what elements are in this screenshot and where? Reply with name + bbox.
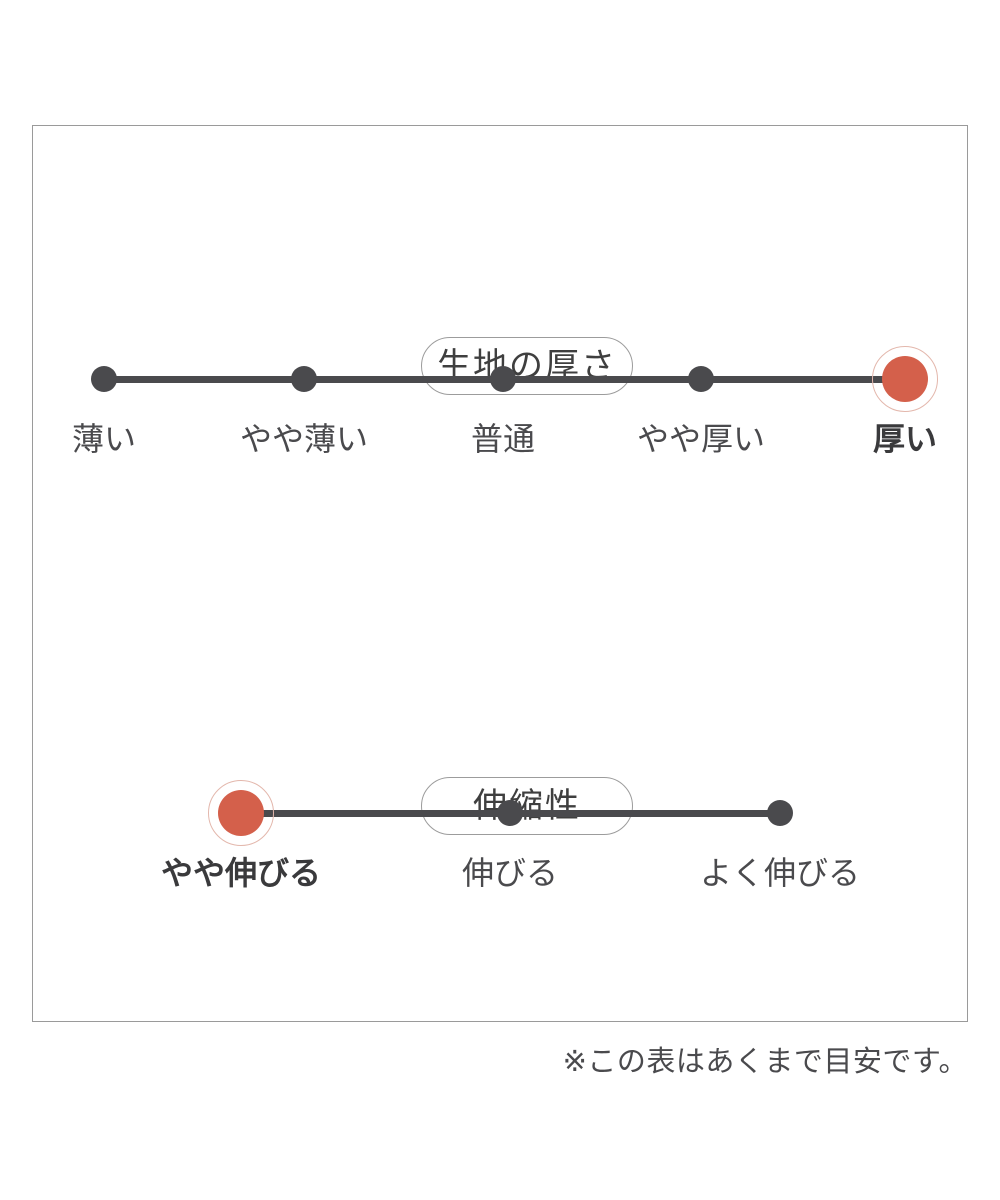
thickness-scale: 薄い やや薄い 普通 やや厚い 厚い bbox=[0, 330, 1000, 500]
stretch-active-ring-icon bbox=[208, 780, 274, 846]
stretch-dot-1[interactable] bbox=[497, 800, 523, 826]
stretch-chart-title: 伸縮性 bbox=[421, 777, 633, 835]
thickness-label-3: やや厚い bbox=[636, 421, 766, 457]
thickness-label-1: やや薄い bbox=[239, 421, 369, 457]
thickness-dot-4-selected[interactable] bbox=[882, 356, 928, 402]
thickness-dot-0[interactable] bbox=[91, 366, 117, 392]
thickness-label-2: 普通 bbox=[470, 421, 536, 457]
thickness-active-ring-icon bbox=[872, 346, 938, 412]
thickness-dot-3[interactable] bbox=[688, 366, 714, 392]
stretch-label-1: 伸びる bbox=[461, 855, 559, 891]
thickness-label-0: 薄い bbox=[71, 421, 137, 457]
thickness-label-4: 厚い bbox=[872, 421, 938, 457]
stretch-label-2: よく伸びる bbox=[699, 855, 861, 891]
stretch-dot-0-selected[interactable] bbox=[218, 790, 264, 836]
footnote-text: ※この表はあくまで目安です。 bbox=[562, 1046, 968, 1078]
thickness-dot-1[interactable] bbox=[291, 366, 317, 392]
thickness-chart-title: 生地の厚さ bbox=[421, 337, 633, 395]
chart-frame: 生地の厚さ 伸縮性 bbox=[32, 125, 968, 1022]
stretch-dot-2[interactable] bbox=[767, 800, 793, 826]
stretch-label-0: やや伸びる bbox=[160, 855, 322, 891]
thickness-dot-2[interactable] bbox=[490, 366, 516, 392]
stretch-scale: やや伸びる 伸びる よく伸びる bbox=[0, 764, 1000, 934]
